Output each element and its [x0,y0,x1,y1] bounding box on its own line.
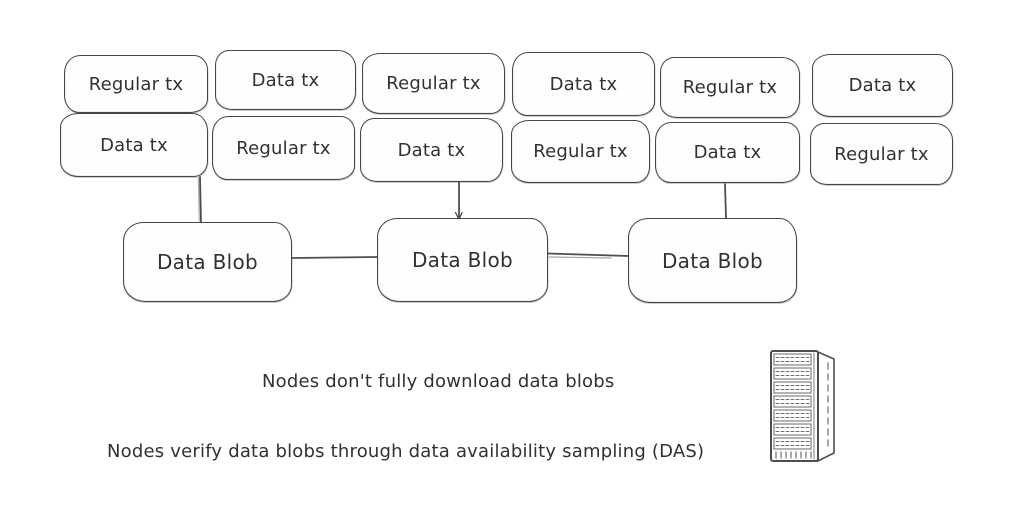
tx-box-label: Regular tx [533,141,628,162]
tx-box-label: Data tx [693,142,762,163]
data-blob-label: Data Blob [156,250,259,274]
data-blob-box-3: Data Blob [628,218,797,303]
connector-blob2-to-blob3 [547,252,629,257]
tx-box-label: Data tx [397,139,466,161]
server-rack-units [773,353,812,450]
tx-box-label: Data tx [848,75,917,96]
tx-box-row1-col6: Data tx [812,54,953,117]
tx-box-row2-col1: Data tx [60,113,208,177]
tx-box-label: Data tx [549,73,618,95]
data-blob-box-2: Data Blob [377,218,548,302]
tx-box-row2-col5: Data tx [655,122,800,183]
tx-box-row2-col3: Data tx [360,118,503,182]
data-blob-label: Data Blob [661,248,764,273]
tx-box-label: Regular tx [682,77,778,98]
tx-box-row2-col6: Regular tx [810,123,953,185]
connector-tx-to-blob1-sketch [197,177,200,222]
server-rack-vents [775,451,812,459]
tx-box-label: Regular tx [834,143,929,165]
tx-box-label: Regular tx [236,137,331,159]
data-blob-label: Data Blob [411,248,514,272]
tx-box-row1-col1: Regular tx [64,55,208,113]
tx-box-label: Data tx [251,69,320,91]
tx-box-label: Regular tx [88,73,184,95]
note-nodes-verify-das: Nodes verify data blobs through data ava… [107,441,705,462]
server-rack-icon [770,350,835,463]
tx-box-row1-col5: Regular tx [660,57,800,118]
tx-box-row2-col2: Regular tx [212,116,355,180]
connector-tx-to-blob1 [199,176,202,224]
tx-box-label: Regular tx [386,73,481,94]
connector-blob2-to-blob3-sketch [548,256,612,259]
connector-blob1-to-blob2 [291,256,378,259]
tx-box-row1-col2: Data tx [215,50,356,110]
connector-tx-to-blob3 [724,183,727,219]
tx-box-row1-col4: Data tx [512,52,655,116]
data-blob-box-1: Data Blob [123,222,292,302]
tx-box-row1-col3: Regular tx [362,53,505,114]
server-rack-side [817,350,835,463]
tx-box-row2-col4: Regular tx [511,120,650,183]
tx-box-label: Data tx [100,134,168,156]
note-nodes-dont-download: Nodes don't fully download data blobs [262,371,615,392]
